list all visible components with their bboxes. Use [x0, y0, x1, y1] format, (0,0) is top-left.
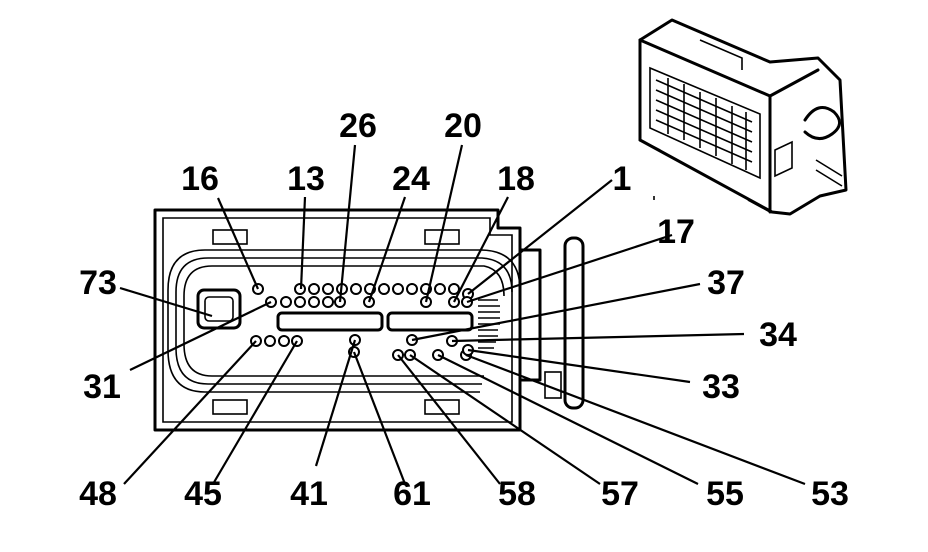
pin-cavity [294, 296, 306, 308]
pin-label-58: 58 [498, 475, 536, 513]
pin-cavity [378, 283, 390, 295]
pin-label-34: 34 [759, 316, 797, 354]
leader-lines [119, 144, 806, 486]
pin-cavity [280, 296, 292, 308]
pin-label-20: 20 [444, 107, 482, 145]
pin-cavity [448, 283, 460, 295]
pin-labels: 16 13 26 24 20 18 1 17 37 34 33 73 31 48… [79, 107, 849, 513]
pin-label-13: 13 [287, 160, 325, 198]
pin-cavity [308, 283, 320, 295]
pin-cavity [434, 283, 446, 295]
pin-cavity [294, 283, 306, 295]
pin-label-37: 37 [707, 264, 745, 302]
pin-cavity [322, 296, 334, 308]
pin-label-26: 26 [339, 107, 377, 145]
pin-label-53: 53 [811, 475, 849, 513]
pin-label-24: 24 [392, 160, 430, 198]
pin-label-48: 48 [79, 475, 117, 513]
pin-cavities [250, 283, 474, 361]
pin-cavity [350, 283, 362, 295]
pin-cavity [406, 283, 418, 295]
pin-label-16: 16 [181, 160, 219, 198]
pin-label-18: 18 [497, 160, 535, 198]
connector-isometric-illustration [638, 18, 848, 216]
pin-label-55: 55 [706, 475, 744, 513]
pin-cavity [264, 335, 276, 347]
pin-label-31: 31 [83, 368, 121, 406]
pin-label-41: 41 [290, 475, 328, 513]
pin-cavity [322, 283, 334, 295]
pin-cavity [308, 296, 320, 308]
pin-label-73: 73 [79, 264, 117, 302]
pin-label-33: 33 [702, 368, 740, 406]
pin-label-45: 45 [184, 475, 222, 513]
pin-cavity [392, 283, 404, 295]
pin-label-1: 1 [613, 160, 632, 198]
pin-cavity [278, 335, 290, 347]
pin-label-17: 17 [657, 213, 695, 251]
pin-label-57: 57 [601, 475, 639, 513]
pin-label-61: 61 [393, 475, 431, 513]
